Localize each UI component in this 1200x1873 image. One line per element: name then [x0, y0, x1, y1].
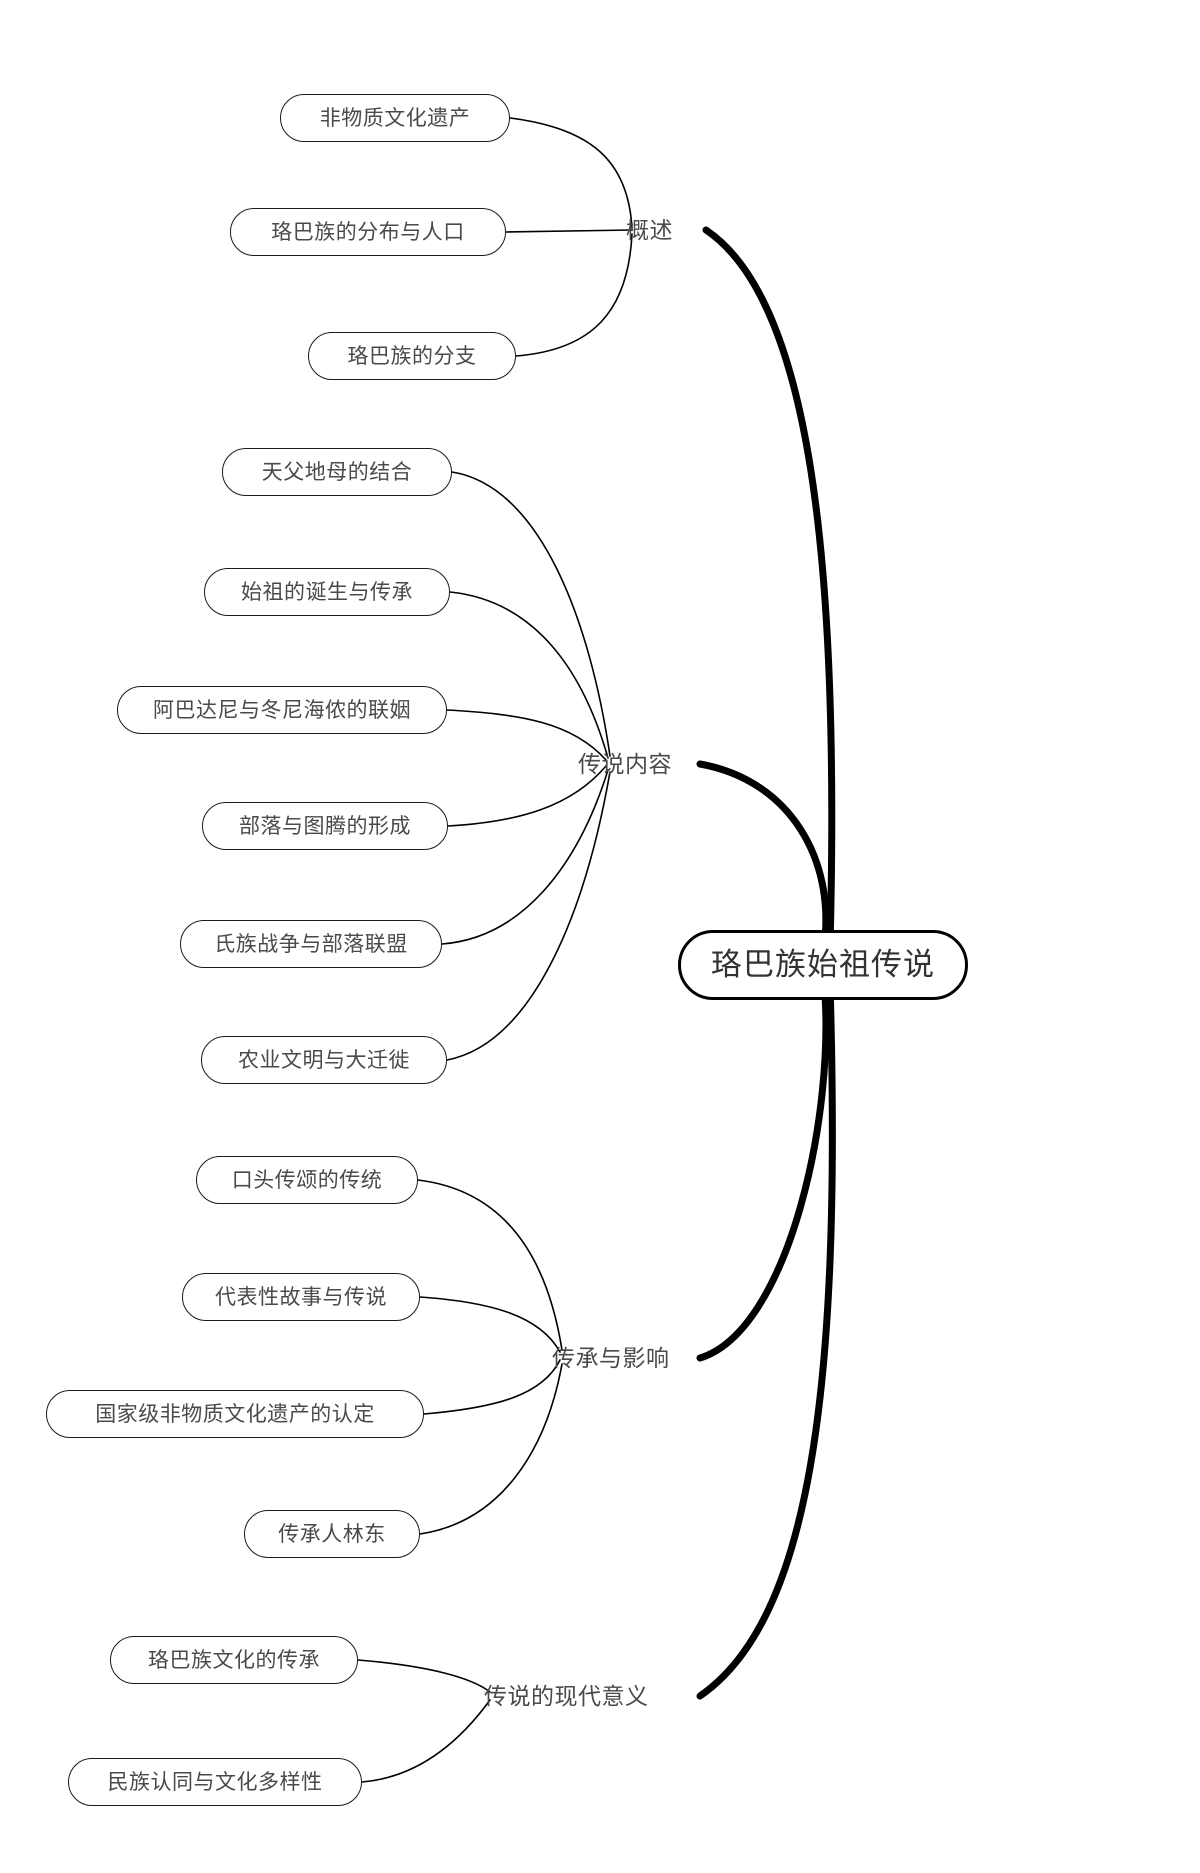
list-item[interactable]: 部落与图腾的形成: [202, 802, 448, 850]
edge-overview-child-1: [509, 117, 633, 229]
edge-content-child-3: [446, 709, 607, 761]
edge-overview-child-3: [515, 233, 633, 357]
branch-label-overview[interactable]: 概述: [626, 217, 673, 244]
edge-modern-child-2: [361, 1699, 491, 1783]
branch-label-legend-content[interactable]: 传说内容: [578, 751, 672, 778]
list-item[interactable]: 民族认同与文化多样性: [68, 1758, 362, 1806]
edge-inheritance-child-2: [419, 1296, 561, 1353]
list-item[interactable]: 天父地母的结合: [222, 448, 452, 496]
root-node[interactable]: 珞巴族始祖传说: [678, 930, 968, 1000]
edge-inheritance-child-1: [417, 1179, 563, 1351]
list-item[interactable]: 农业文明与大迁徙: [201, 1036, 447, 1084]
list-item[interactable]: 口头传颂的传统: [196, 1156, 418, 1204]
edge-content-child-4: [447, 765, 607, 827]
trunk-edge-overview: [702, 226, 836, 951]
edge-content-child-1: [451, 471, 611, 757]
list-item[interactable]: 始祖的诞生与传承: [204, 568, 450, 616]
list-item[interactable]: 传承人林东: [244, 1510, 420, 1558]
edge-inheritance-child-3: [423, 1359, 561, 1415]
edge-content-child-6: [446, 771, 611, 1061]
edge-content-child-5: [441, 769, 609, 945]
edge-modern-child-1: [357, 1659, 491, 1693]
list-item[interactable]: 氏族战争与部落联盟: [180, 920, 442, 968]
list-item[interactable]: 代表性故事与传说: [182, 1273, 420, 1321]
edge-overview-child-2: [505, 229, 633, 233]
list-item[interactable]: 珞巴族的分支: [308, 332, 516, 380]
edge-inheritance-child-4: [419, 1363, 563, 1535]
trunk-edge-modern-meaning: [696, 979, 836, 1700]
branch-label-modern-meaning[interactable]: 传说的现代意义: [484, 1683, 649, 1710]
branch-label-inheritance[interactable]: 传承与影响: [552, 1345, 670, 1372]
list-item[interactable]: 非物质文化遗产: [280, 94, 510, 142]
list-item[interactable]: 珞巴族的分布与人口: [230, 208, 506, 256]
edge-content-child-2: [449, 591, 609, 759]
list-item[interactable]: 珞巴族文化的传承: [110, 1636, 358, 1684]
list-item[interactable]: 国家级非物质文化遗产的认定: [46, 1390, 424, 1438]
list-item[interactable]: 阿巴达尼与冬尼海侬的联姻: [117, 686, 447, 734]
trunk-edge-inheritance: [696, 979, 830, 1362]
trunk-edge-legend-content: [696, 760, 830, 951]
